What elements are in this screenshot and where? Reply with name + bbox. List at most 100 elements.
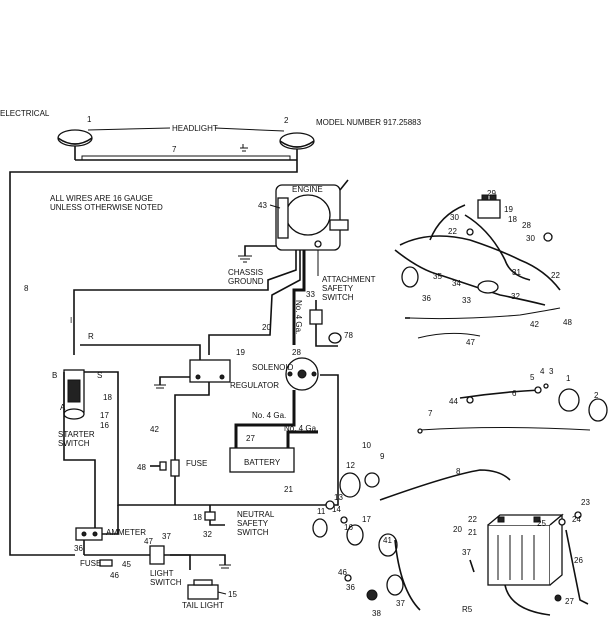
engine-label: ENGINE [292,185,323,194]
section-title: ELECTRICAL [0,109,50,118]
wire-note-line-1: ALL WIRES ARE 16 GAUGE [50,194,153,203]
e-callout-30: 30 [450,213,459,222]
no4ga-label-1: No. 4 Ga. [294,300,303,334]
exploded-headlight-assembly [417,383,608,434]
callout-42: 42 [150,425,159,434]
e-callout-37: 37 [462,548,471,557]
headlight-right [279,132,315,160]
e-callout-46: 46 [338,568,347,577]
light-switch-line-1: LIGHT [150,569,174,578]
e-callout-3: 3 [549,367,554,376]
starter-switch [63,369,85,420]
e-callout-8: 8 [456,467,461,476]
e-callout-36: 36 [422,294,431,303]
e-callout-31: 31 [512,268,521,277]
solenoid [285,357,319,391]
footer-code: R5 [462,605,473,614]
e-callout-47: 47 [466,338,475,347]
headlight-label: HEADLIGHT [172,124,218,133]
no4ga-label-3: No. 4 Ga. [284,424,318,433]
e-callout-36b: 36 [346,583,355,592]
neutral-safety-switch [204,511,216,521]
e-callout-21: 21 [468,528,477,537]
exploded-battery [469,511,589,616]
callout-33: 33 [306,290,315,299]
attachment-switch-line-3: SWITCH [322,293,354,302]
main-harness-wire [9,160,298,556]
e-callout-28: 28 [522,221,531,230]
e-callout-22c: 22 [468,515,477,524]
callout-20: 20 [262,323,271,332]
callout-36: 36 [74,544,83,553]
headlight-left [57,129,93,160]
light-switch-line-2: SWITCH [150,578,182,587]
callout-32: 32 [203,530,212,539]
e-callout-35: 35 [433,272,442,281]
e-callout-9: 9 [380,452,385,461]
starter-term-a: A [60,403,66,412]
e-callout-38: 38 [372,609,381,618]
engine: ENGINE [275,179,349,251]
callout-43: 43 [258,201,267,210]
fuse [170,459,180,477]
model-number: MODEL NUMBER 917.25883 [316,118,422,127]
callout-27: 27 [246,434,255,443]
e-callout-19: 19 [504,205,513,214]
e-callout-5: 5 [530,373,535,382]
fuse-label: FUSE [186,459,207,468]
e-callout-37b: 37 [396,599,405,608]
tail-light [187,579,219,600]
e-callout-22: 22 [448,227,457,236]
wire-note-line-2: UNLESS OTHERWISE NOTED [50,203,163,212]
starter-term-b: B [52,371,57,380]
callout-1: 1 [87,115,92,124]
callout-18b: 18 [193,513,202,522]
callout-45: 45 [122,560,131,569]
neutral-switch-line-2: SAFETY [237,519,269,528]
e-callout-44: 44 [449,397,458,406]
e-callout-20: 20 [453,525,462,534]
e-callout-4: 4 [540,367,545,376]
starter-term-i: I [70,316,72,325]
callout-7: 7 [172,145,177,154]
callout-78: 78 [344,331,353,340]
callout-18: 18 [103,393,112,402]
e-callout-23: 23 [581,498,590,507]
callout-15: 15 [228,590,237,599]
no4ga-battery-wire [234,390,296,448]
e-callout-14: 14 [332,505,341,514]
e-callout-33: 33 [462,296,471,305]
fuse-45 [99,559,113,567]
callout-48: 48 [137,463,146,472]
e-callout-11: 11 [317,507,326,516]
e-callout-26: 26 [574,556,583,565]
e-callout-10: 10 [362,441,371,450]
e-callout-6: 6 [512,389,517,398]
fuse2-label: FUSE [80,559,101,568]
e-callout-32: 32 [511,292,520,301]
e-callout-13: 13 [334,493,343,502]
solenoid-label: SOLENOID [252,363,294,372]
e-callout-16: 16 [344,523,353,532]
tail-light-label: TAIL LIGHT [182,601,224,610]
callout-47: 47 [144,537,153,546]
e-callout-30b: 30 [526,234,535,243]
e-callout-12: 12 [346,461,355,470]
chassis-ground-line-2: GROUND [228,277,264,286]
battery: BATTERY [229,447,295,473]
neutral-switch-line-3: SWITCH [237,528,269,537]
callout-46: 46 [110,571,119,580]
e-callout-25: 25 [537,519,546,528]
callout-19: 19 [236,348,245,357]
e-callout-22b: 22 [551,271,560,280]
e-callout-48: 48 [563,318,572,327]
callout-2: 2 [284,116,289,125]
e-callout-7: 7 [428,409,433,418]
exploded-harness [394,194,561,339]
e-callout-29: 29 [487,189,496,198]
attachment-switch-line-1: ATTACHMENT [322,275,376,284]
light-switch [149,545,165,565]
attachment-switch-line-2: SAFETY [322,284,354,293]
attachment-safety-switch [309,300,323,325]
